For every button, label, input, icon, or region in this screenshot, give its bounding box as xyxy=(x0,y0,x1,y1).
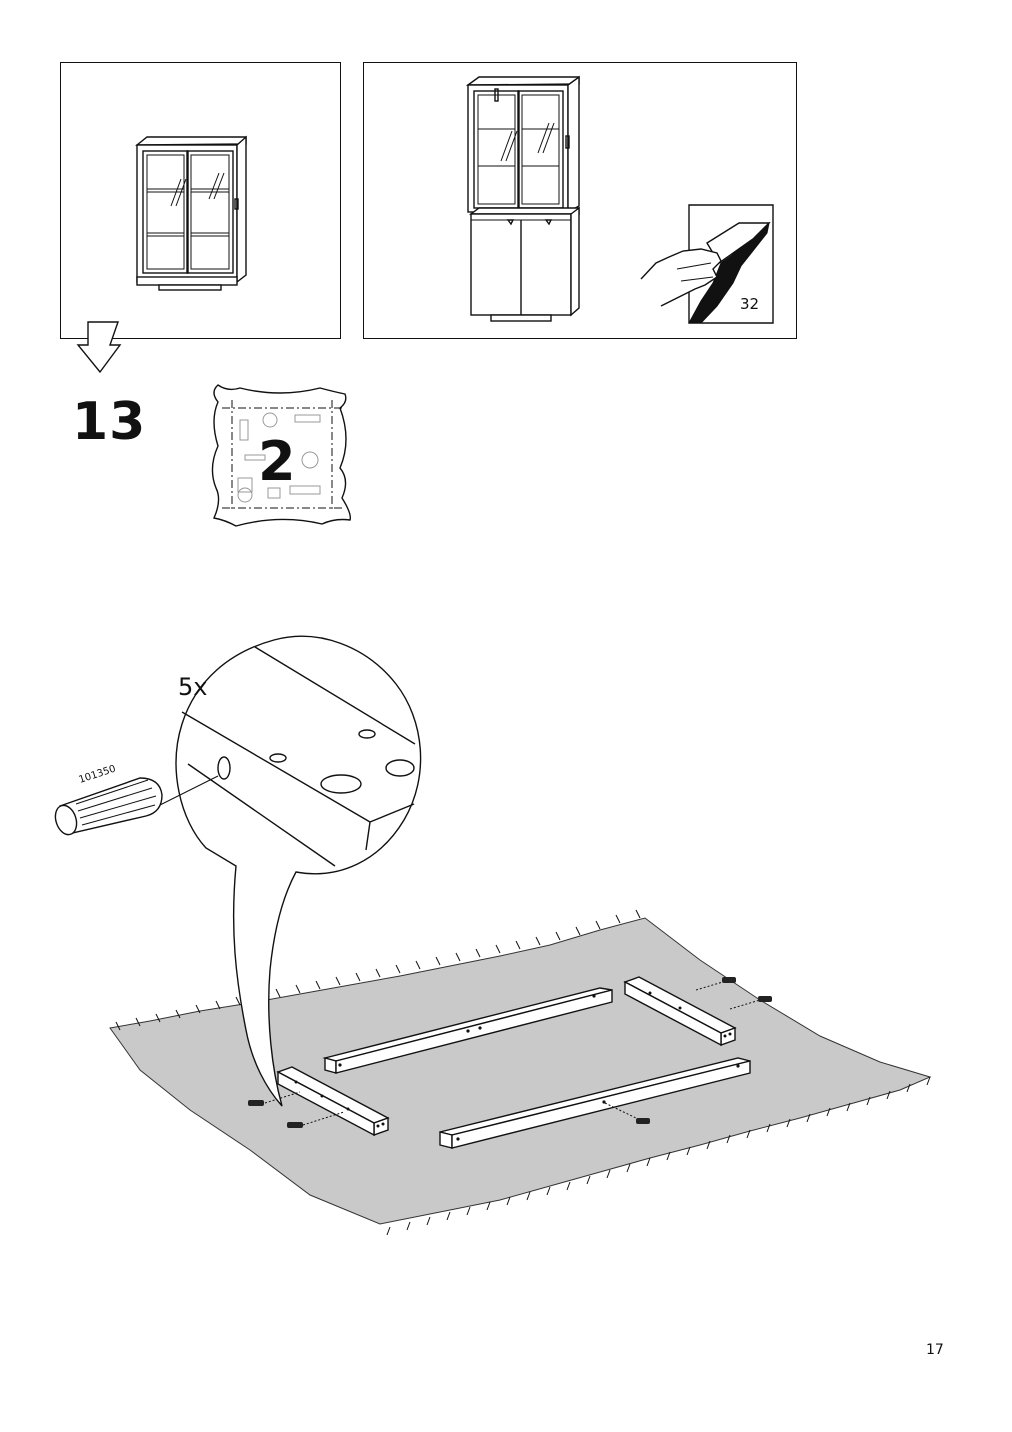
cabinet-glass-illustration-panel xyxy=(60,62,341,339)
detail-closeup xyxy=(181,646,416,867)
dowels xyxy=(248,977,772,1128)
floor-mat xyxy=(109,917,932,1225)
reference-page-number: 32 xyxy=(740,295,759,313)
step-number: 13 xyxy=(72,392,147,452)
quantity-label: 5x xyxy=(178,673,207,701)
page-number: 17 xyxy=(926,1342,944,1358)
bag-number: 2 xyxy=(258,430,296,493)
short-rail-right xyxy=(623,976,737,1047)
dowel-icon xyxy=(54,775,219,836)
long-rail-back xyxy=(322,987,613,1074)
part-id-label: 101350 xyxy=(78,764,118,786)
detail-callout xyxy=(175,635,422,1107)
long-rail-front xyxy=(439,1057,751,1149)
combination-cabinet-illustration: 32 xyxy=(465,75,774,324)
cabinet-combination-panel: 32 xyxy=(363,62,797,339)
short-rail-left xyxy=(276,1066,390,1137)
glass-cabinet-illustration xyxy=(134,135,247,291)
